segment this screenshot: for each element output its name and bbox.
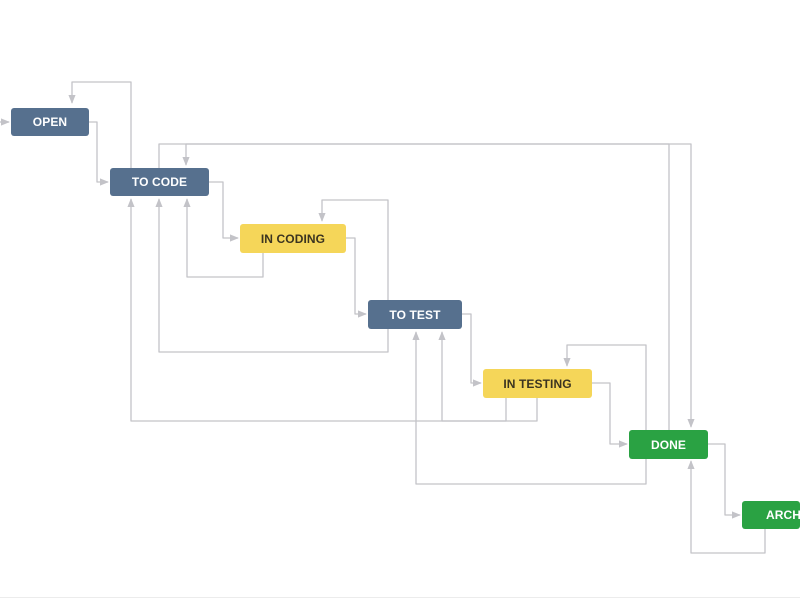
transition-done-to-intesting [563,344,647,430]
status-open[interactable]: OPEN [11,108,89,136]
transition-open-to-tocode [89,121,109,186]
transition-incoding-to-tocode [183,198,264,278]
transition-intesting-to-tocode [127,198,507,422]
status-archived[interactable]: ARCHI [742,501,800,529]
transition-tocode-to-done [158,143,695,428]
transition-archived-to-done [687,460,766,554]
canvas-bottom-divider [0,597,800,598]
transition-done-to-tocode [182,143,670,430]
transition-intesting-to-done [592,382,628,448]
transition-tocode-to-open [68,81,132,168]
status-to-code[interactable]: TO CODE [110,168,209,196]
transition-incoding-to-totest [346,237,367,318]
transition-totest-to-incoding [318,199,389,300]
status-to-test[interactable]: TO TEST [368,300,462,329]
status-in-coding[interactable]: IN CODING [240,224,346,253]
transition-done-to-archived [708,443,741,519]
transition-totest-to-tocode [155,198,389,353]
transition-done-to-totest [412,331,647,485]
status-done[interactable]: DONE [629,430,708,459]
transition-totest-to-intesting [462,313,482,387]
transition-tocode-to-incoding [209,181,239,242]
status-in-testing[interactable]: IN TESTING [483,369,592,398]
